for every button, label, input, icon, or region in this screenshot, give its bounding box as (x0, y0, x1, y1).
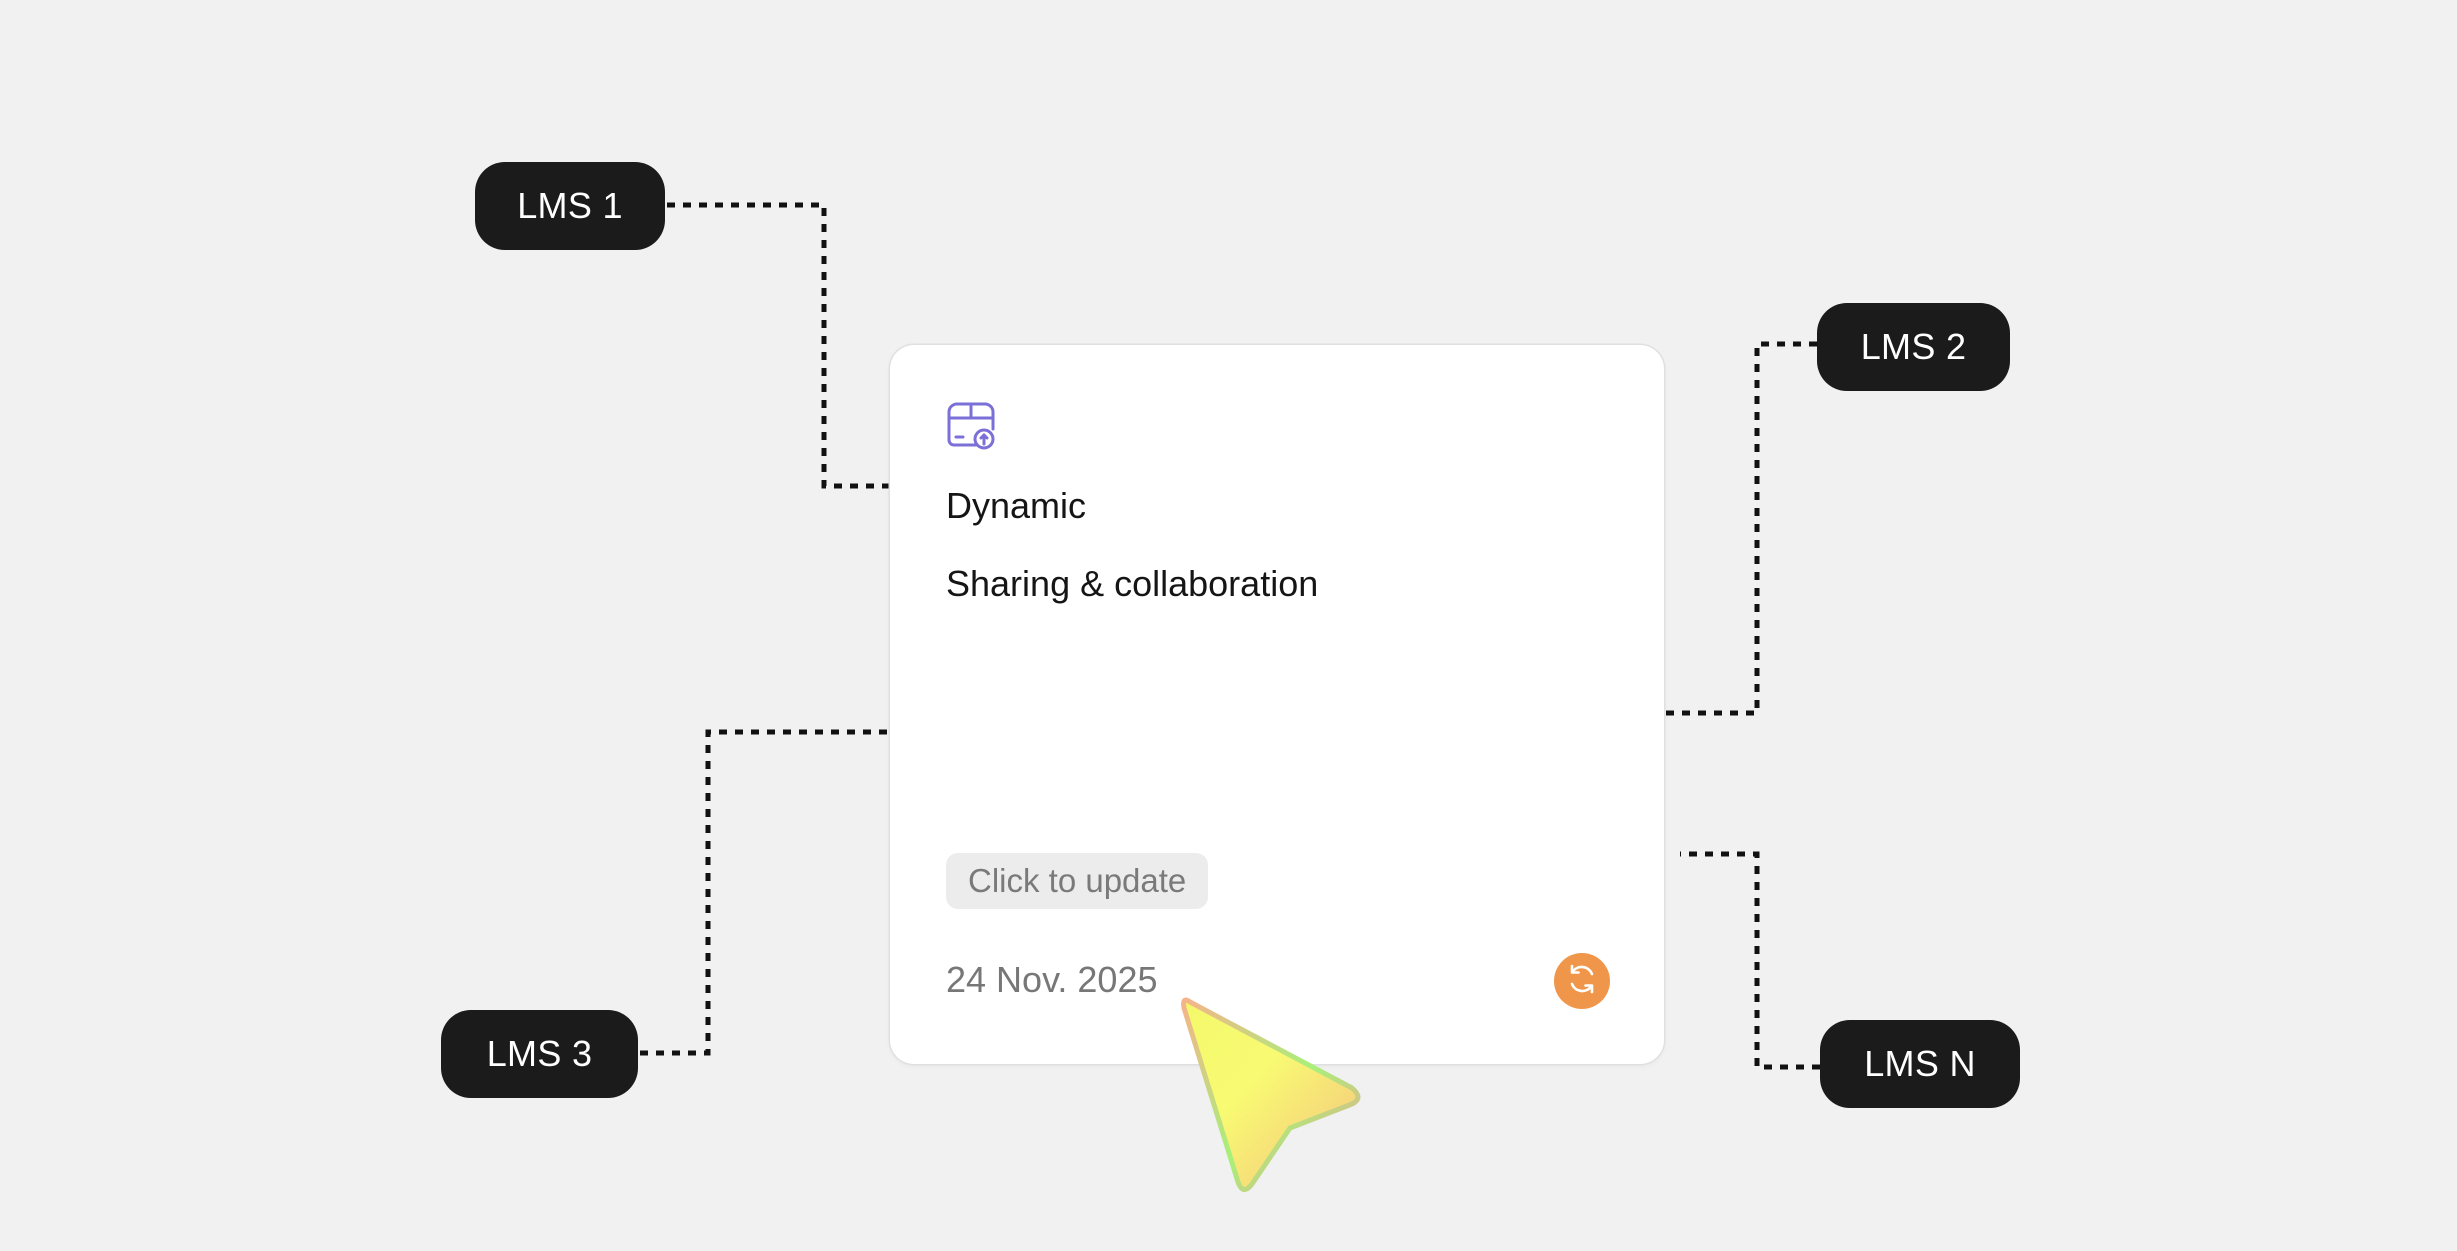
click-to-update-button[interactable]: Click to update (946, 853, 1209, 909)
connector-lms1 (667, 202, 890, 489)
lms-2-label: LMS 2 (1860, 326, 1967, 367)
connector-lms2 (1664, 341, 1817, 716)
lms-n-label: LMS N (1864, 1043, 1976, 1084)
refresh-button[interactable] (1554, 953, 1610, 1009)
card-subtitle: Sharing & collaboration (946, 563, 1319, 604)
pointer-cursor-icon (1181, 997, 1361, 1192)
lms-n-node[interactable]: LMS N (1820, 1020, 2020, 1108)
package-upload-icon (946, 401, 996, 451)
connector-lms3 (640, 729, 890, 1056)
refresh-icon (1564, 961, 1600, 1002)
lms-3-node[interactable]: LMS 3 (441, 1010, 638, 1098)
lms-2-node[interactable]: LMS 2 (1817, 303, 2010, 391)
card-title: Dynamic (946, 485, 1087, 526)
connector-lmsn (1680, 851, 1820, 1070)
lms-1-node[interactable]: LMS 1 (475, 162, 665, 250)
lms-3-label: LMS 3 (486, 1033, 593, 1074)
card-date: 24 Nov. 2025 (946, 959, 1158, 1000)
lms-1-label: LMS 1 (517, 185, 623, 226)
content-card[interactable]: Dynamic Sharing & collaboration Click to… (890, 345, 1664, 1064)
